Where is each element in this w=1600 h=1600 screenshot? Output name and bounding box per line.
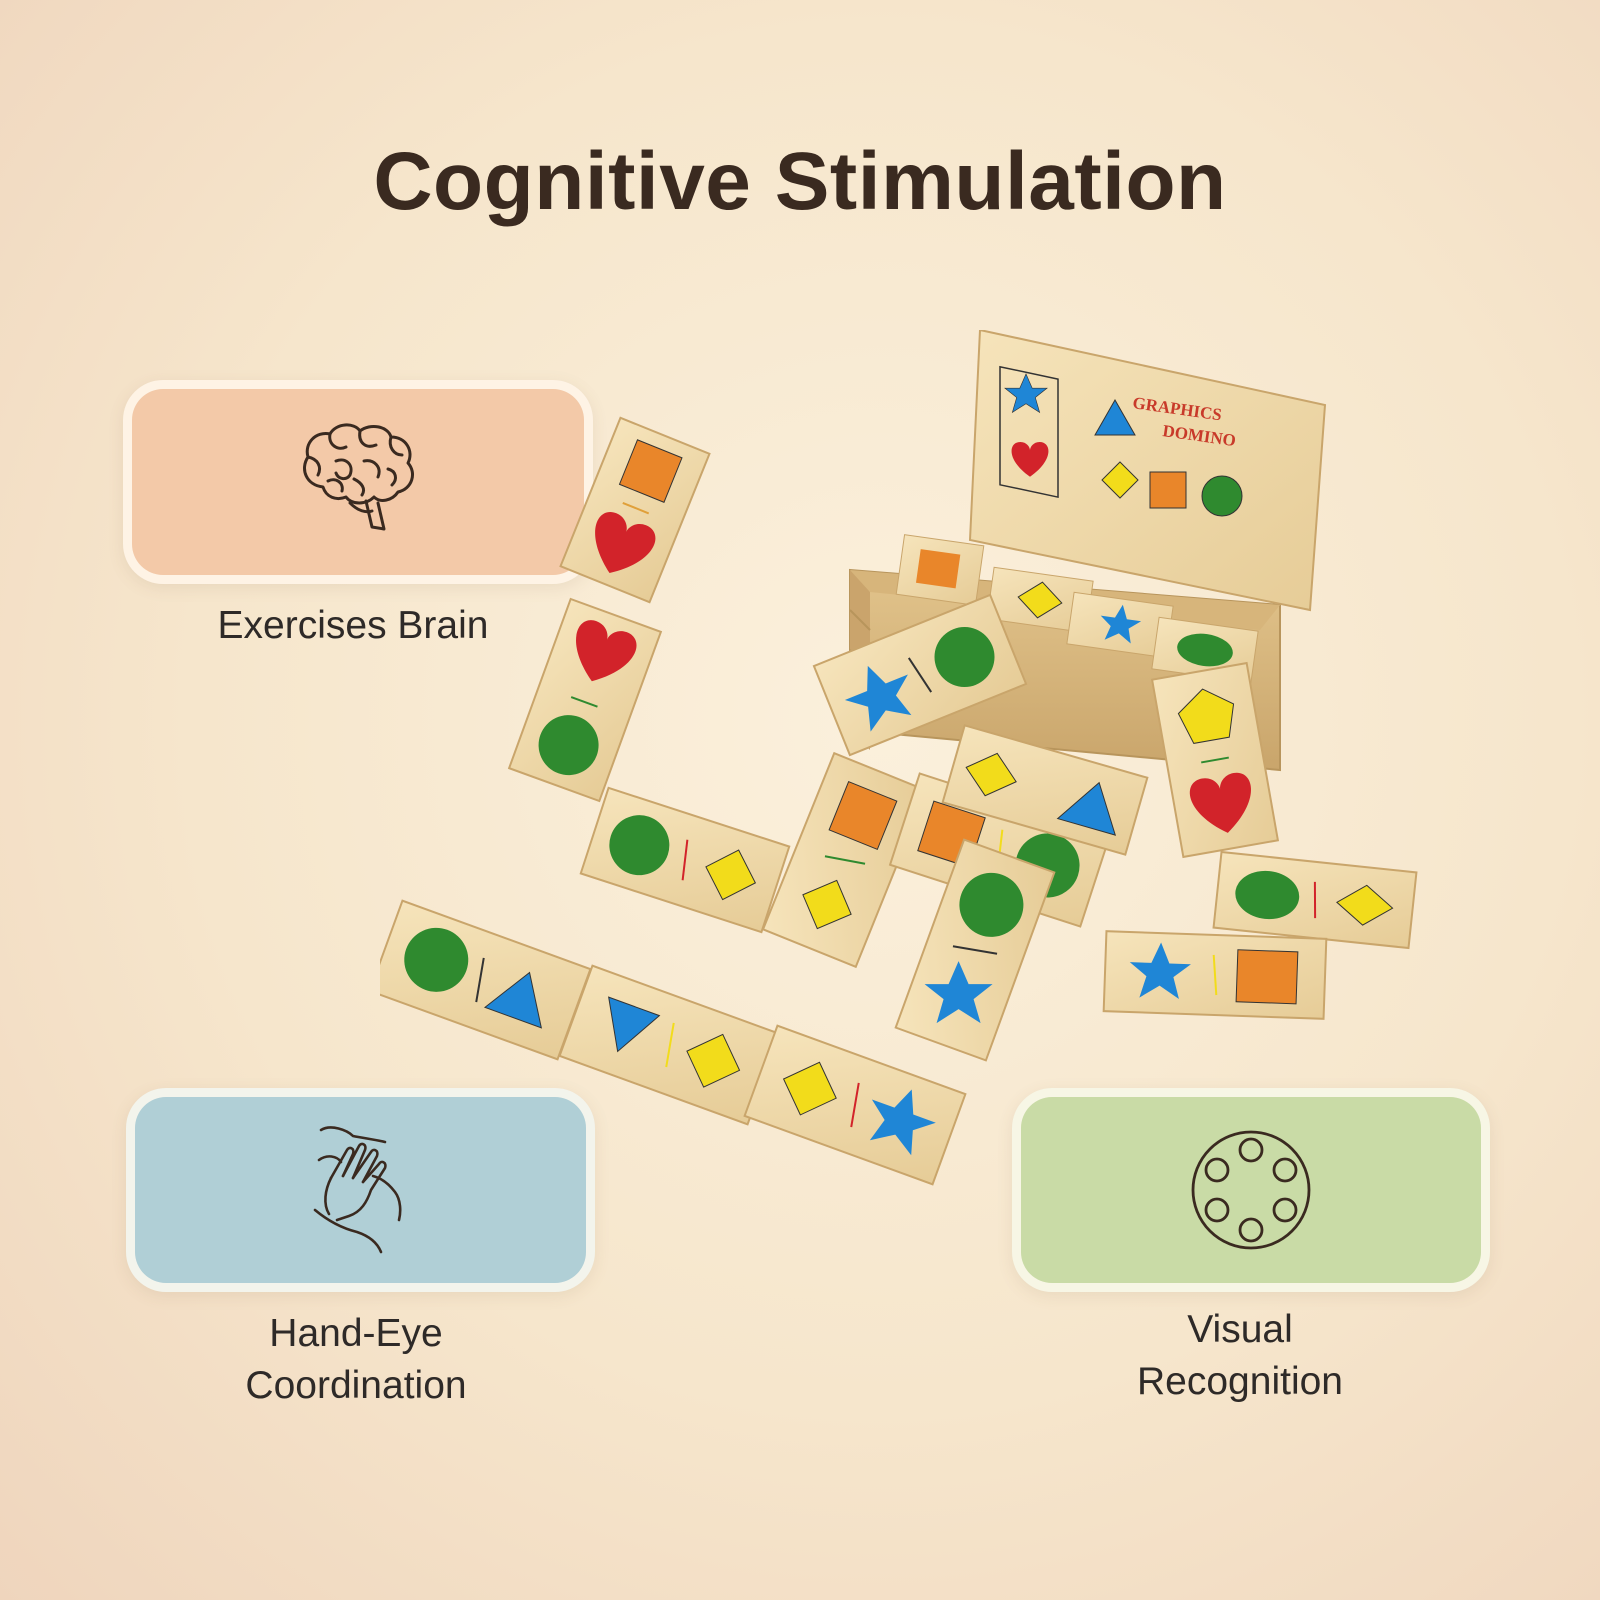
domino-tile <box>743 1024 967 1186</box>
circle-dots-icon <box>1186 1125 1316 1255</box>
domino-tile <box>558 964 782 1126</box>
feature-card-hand <box>126 1088 595 1292</box>
domino-tile <box>812 593 1028 757</box>
domino-tile <box>761 751 929 969</box>
domino-set-illustration: GRAPHICS DOMINO <box>380 330 1418 1186</box>
domino-tile <box>559 416 711 604</box>
feature-card-brain <box>123 380 593 584</box>
brain-icon <box>288 417 428 547</box>
feature-caption-visual: Visual Recognition <box>1010 1304 1470 1408</box>
domino-tile <box>1212 850 1418 950</box>
page-title: Cognitive Stimulation <box>373 136 1227 227</box>
domino-tile <box>579 786 791 934</box>
feature-caption-hand: Hand-Eye Coordination <box>126 1308 586 1412</box>
caption-line: Recognition <box>1137 1360 1343 1403</box>
domino-tile <box>507 597 663 803</box>
caption-line: Hand-Eye <box>269 1312 443 1355</box>
domino-tile <box>1150 661 1280 859</box>
domino-tile <box>894 838 1056 1062</box>
feature-caption-brain: Exercises Brain <box>123 600 583 652</box>
hand-icon <box>301 1120 421 1260</box>
domino-tile <box>941 724 1149 856</box>
caption-line: Coordination <box>245 1364 467 1407</box>
feature-card-visual <box>1012 1088 1490 1292</box>
caption-line: Exercises Brain <box>217 604 489 647</box>
domino-tile <box>1102 930 1328 1020</box>
caption-line: Visual <box>1187 1308 1293 1351</box>
domino-tile <box>380 899 592 1061</box>
